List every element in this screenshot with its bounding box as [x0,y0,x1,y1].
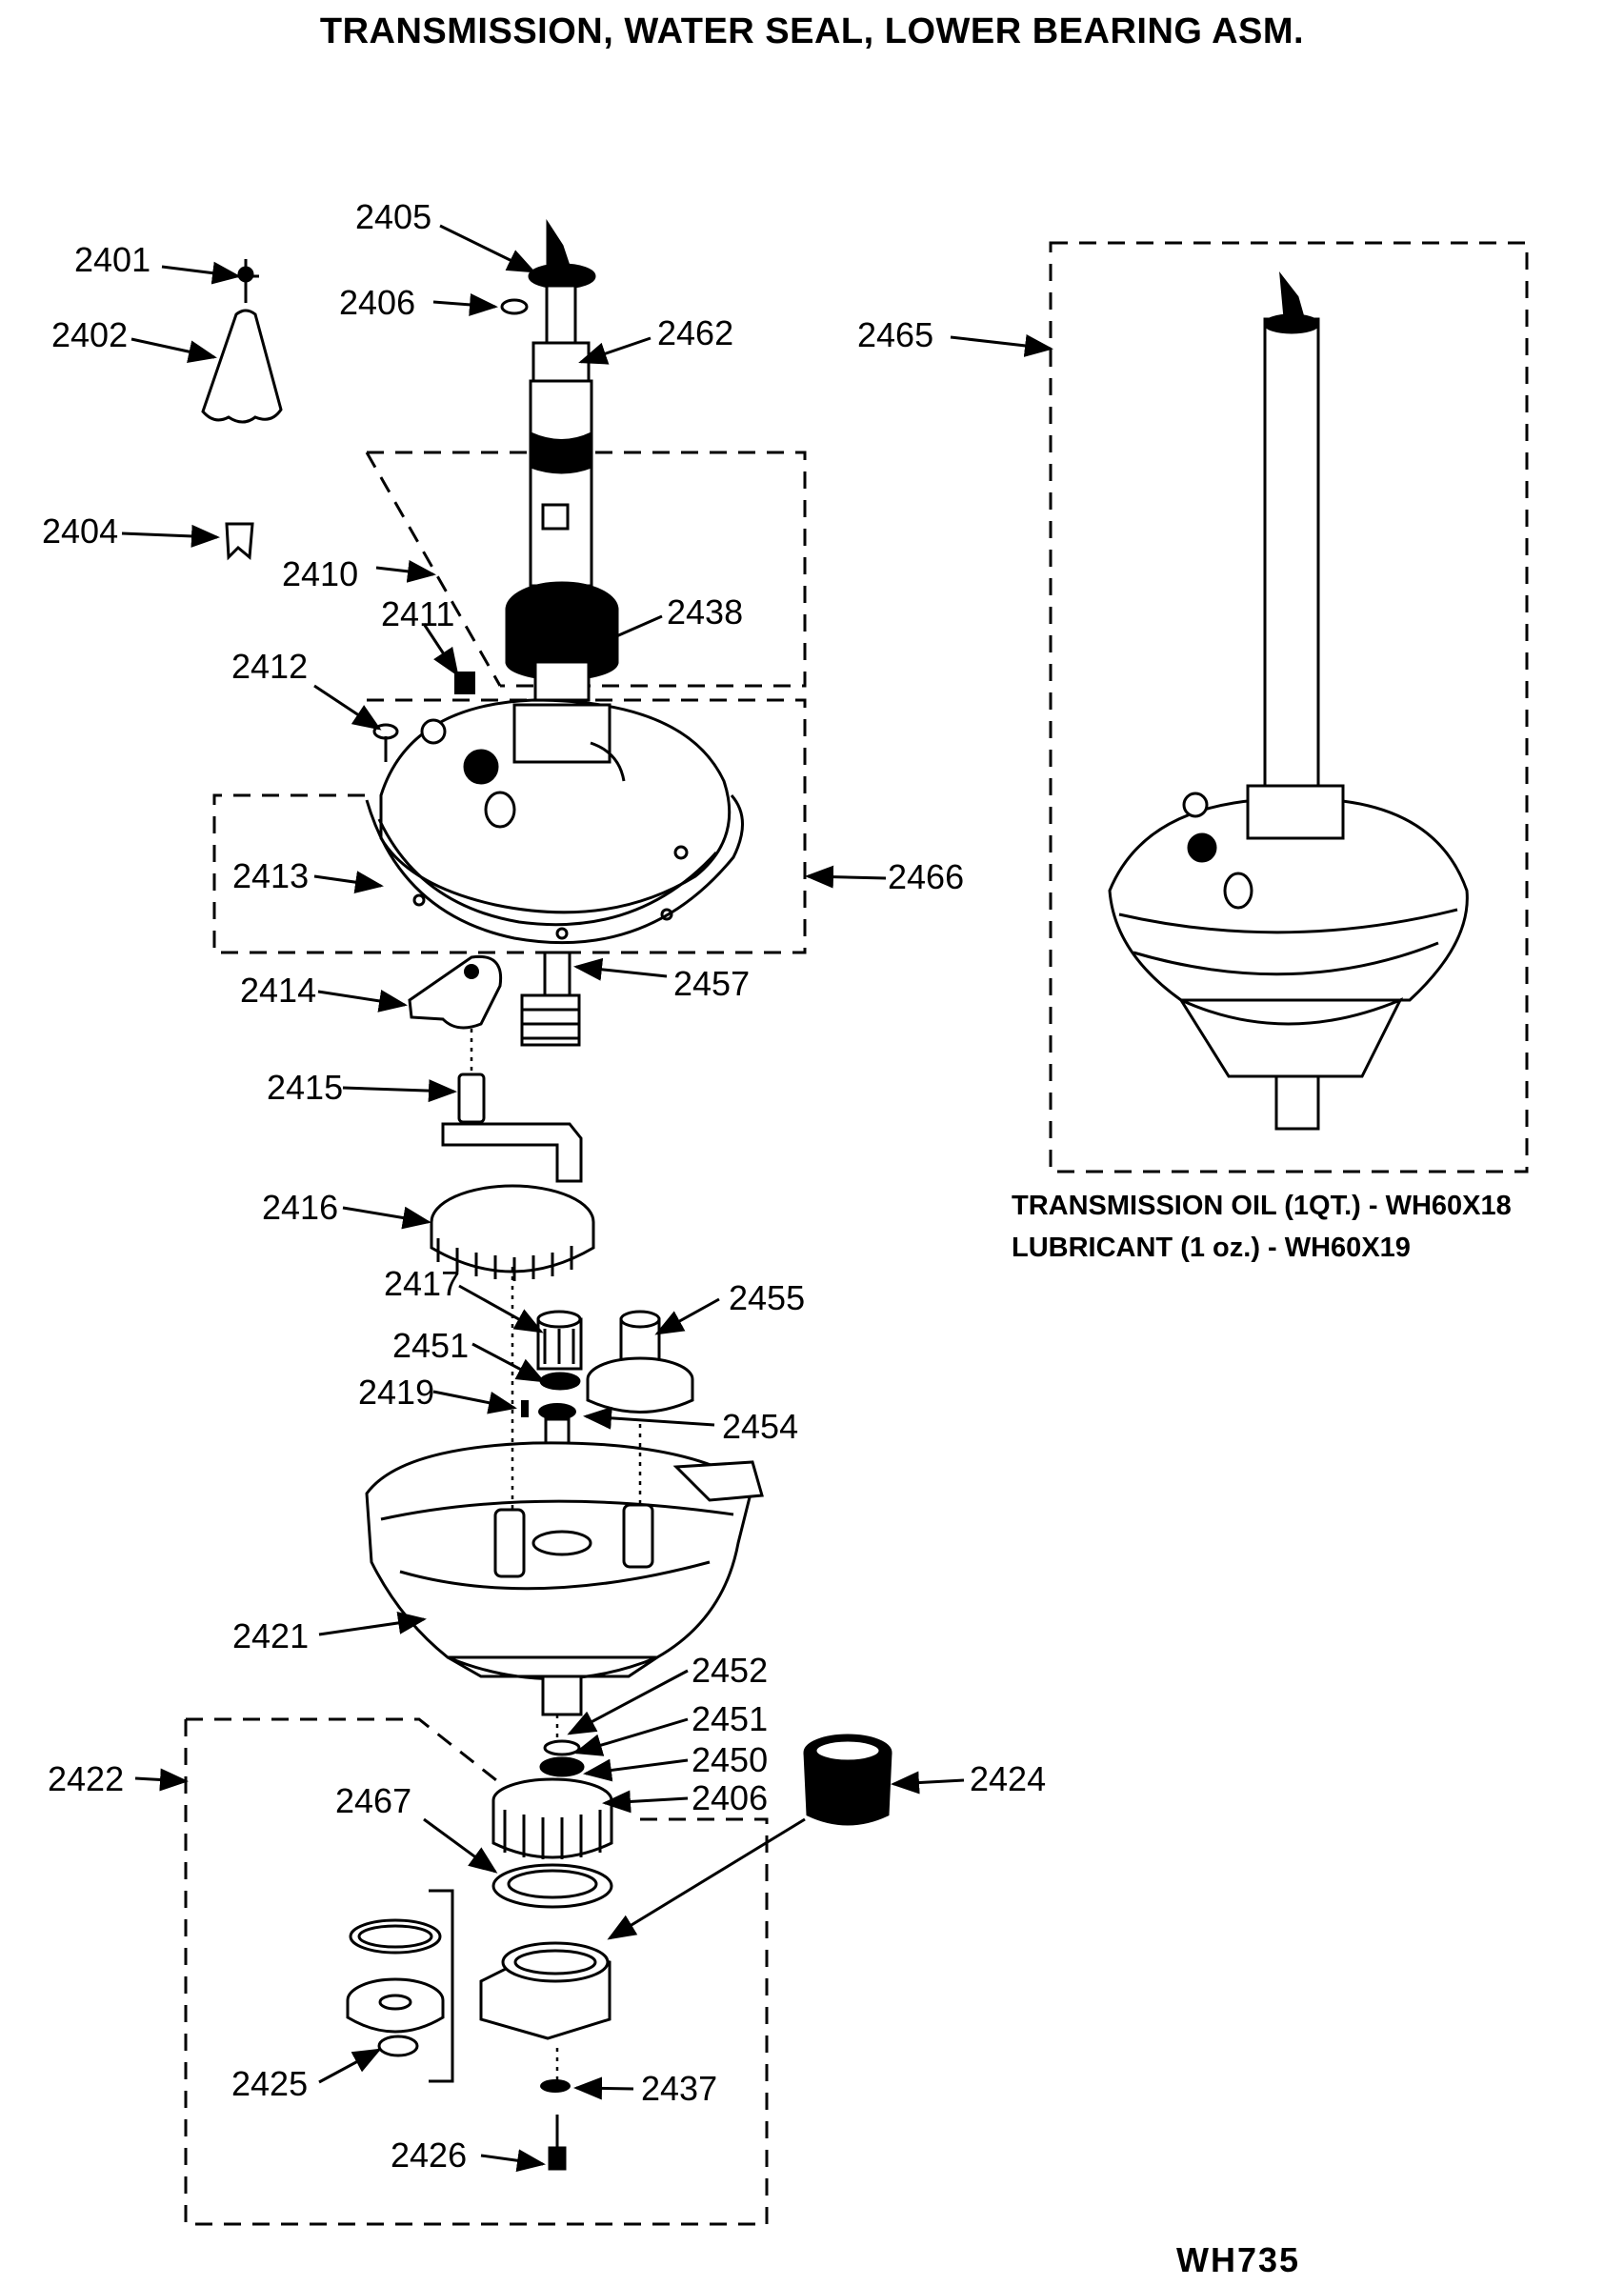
part-2425-bracket [429,1889,454,2083]
part-2416-gear [430,1184,595,1281]
label-2422: 2422 [48,1759,124,1798]
label-2411: 2411 [381,594,454,633]
label-2426: 2426 [391,2136,467,2175]
part-2417-pinion-gear [536,1310,583,1371]
part-2406-seal-lower [491,1777,613,1859]
label-2415: 2415 [267,1068,343,1107]
box-2410 [367,451,807,688]
label-2438: 2438 [667,592,743,632]
label-2465: 2465 [857,315,933,354]
group-outlines [184,241,1529,2226]
part-2466-cover [379,698,732,914]
label-2401: 2401 [74,240,150,279]
part-2467-ring [491,1863,613,1909]
label-2412: 2412 [231,647,308,686]
part-2414-lever [408,954,503,1030]
label-2466: 2466 [888,857,964,896]
part-2411-nut [454,672,475,694]
note-lubricant: LUBRICANT (1 oz.) - WH60X19 [1012,1233,1411,1263]
label-2405: 2405 [355,197,431,236]
label-2417: 2417 [384,1264,460,1303]
label-2451-upper: 2451 [392,1326,469,1365]
label-2457: 2457 [673,964,750,1003]
part-2414-hole [464,964,479,979]
part-2425-washers [346,1918,445,2057]
label-2419: 2419 [358,1373,434,1412]
label-2410: 2410 [282,554,358,593]
part-labels: 2405 2401 2406 2462 2402 2465 2404 2410 … [42,197,1046,2175]
box-2466 [212,698,807,954]
assembly-centerlines [470,1029,642,2081]
part-2406-washer [500,298,529,315]
label-2402: 2402 [51,315,128,354]
label-2467: 2467 [335,1781,411,1820]
label-2406-upper: 2406 [339,283,415,322]
box-2422-top [186,1717,511,1793]
label-2413: 2413 [232,856,309,895]
part-2454-bearing [538,1403,576,1420]
label-2424: 2424 [970,1759,1046,1798]
label-2462: 2462 [657,313,733,352]
part-2437-washer [540,2079,571,2093]
label-2416: 2416 [262,1188,338,1227]
label-2425: 2425 [231,2064,308,2103]
part-2419-key [521,1400,529,1417]
label-2421: 2421 [232,1616,309,1655]
leader-lines [121,224,1053,2173]
part-2455-gear [586,1310,694,1414]
label-2450: 2450 [692,1740,768,1779]
part-2451-washer [539,1372,581,1391]
part-2424-cap [803,1734,892,1826]
diagram-title: TRANSMISSION, WATER SEAL, LOWER BEARING … [319,11,1305,51]
part-2438-seal [505,581,619,702]
label-2437: 2437 [641,2069,717,2108]
diagram-code: WH735 [1176,2240,1301,2279]
part-2457-pinion [520,951,581,1047]
label-2404: 2404 [42,511,118,551]
part-lower-bearing-block [479,1941,612,2040]
part-2413-gasket [365,794,744,945]
part-2412-bolt [372,723,399,762]
part-2462-shaft [528,218,596,588]
box-2410-diagonal [365,451,502,687]
part-2402-cap [201,309,283,424]
part-2450-bearing-stack [539,1739,585,1777]
box-2422 [184,1719,769,2226]
box-2465 [1049,241,1529,1173]
part-2415-crank [441,1073,583,1183]
part-2404-clip [225,522,254,561]
label-2455: 2455 [729,1278,805,1317]
part-2426-bolt [548,2115,567,2171]
label-2406-lower: 2406 [692,1778,768,1817]
note-transmission-oil: TRANSMISSION OIL (1QT.) - WH60X18 [1012,1191,1512,1221]
part-2401-screw [232,259,259,303]
label-2414: 2414 [240,971,316,1010]
label-2452: 2452 [692,1651,768,1690]
label-2451-lower: 2451 [692,1699,768,1738]
part-2465-transmission [1108,271,1469,1131]
label-2454: 2454 [722,1407,798,1446]
part-2421-housing [365,1441,764,1716]
